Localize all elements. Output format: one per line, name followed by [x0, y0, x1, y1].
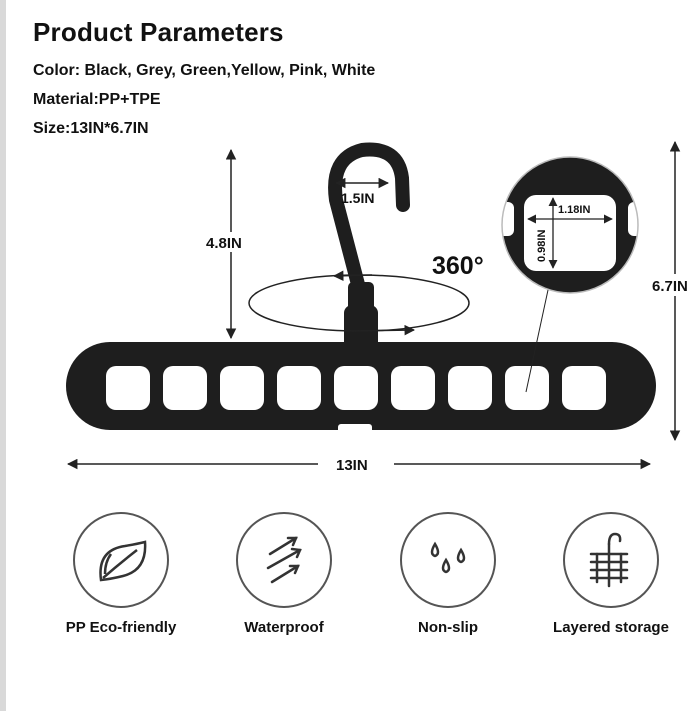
- label-length: 13IN: [336, 457, 368, 474]
- feature-label-eco: PP Eco-friendly: [65, 619, 177, 636]
- droplets-icon: [400, 512, 496, 608]
- hanger-hole: [448, 366, 492, 410]
- label-rotation: 360°: [432, 252, 484, 280]
- hanger-hole: [391, 366, 435, 410]
- label-hole-width: 1.18IN: [558, 204, 590, 216]
- page-title: Product Parameters: [33, 17, 284, 47]
- hanger-hole: [562, 366, 606, 410]
- zoom-circle: [501, 156, 639, 294]
- hanger-hole: [106, 366, 150, 410]
- hanger-hole: [277, 366, 321, 410]
- feature-label-waterproof: Waterproof: [244, 619, 324, 636]
- label-height: 4.8IN: [206, 235, 242, 252]
- feature-label-nonslip: Non-slip: [418, 619, 478, 636]
- hanger-hole: [220, 366, 264, 410]
- leaf-icon: [73, 512, 169, 608]
- label-hole-height: 0.98IN: [536, 230, 548, 262]
- left-edge-bar: [0, 0, 6, 711]
- layered-hanger-icon: [563, 512, 659, 608]
- hook: [328, 142, 410, 299]
- hanger-hole: [334, 366, 378, 410]
- zoom-pointer: [525, 289, 549, 393]
- waterproof-arrows-icon: [236, 512, 332, 608]
- hanger-notch: [338, 424, 372, 434]
- label-total-height: 6.7IN: [652, 278, 688, 295]
- hook-swivel: [348, 282, 374, 312]
- spec-color: Color: Black, Grey, Green,Yellow, Pink, …: [33, 62, 376, 79]
- zoom-detail: [502, 157, 638, 293]
- label-hook: 1.5IN: [341, 190, 374, 206]
- hanger-diagram: 1.18IN 0.98IN 4.8IN 1.5IN 360° 6.7IN 13I…: [66, 140, 698, 474]
- hanger-hole: [163, 366, 207, 410]
- spec-size: Size:13IN*6.7IN: [33, 120, 149, 137]
- spec-material: Material:PP+TPE: [33, 91, 161, 108]
- feature-label-layered: Layered storage: [553, 619, 669, 636]
